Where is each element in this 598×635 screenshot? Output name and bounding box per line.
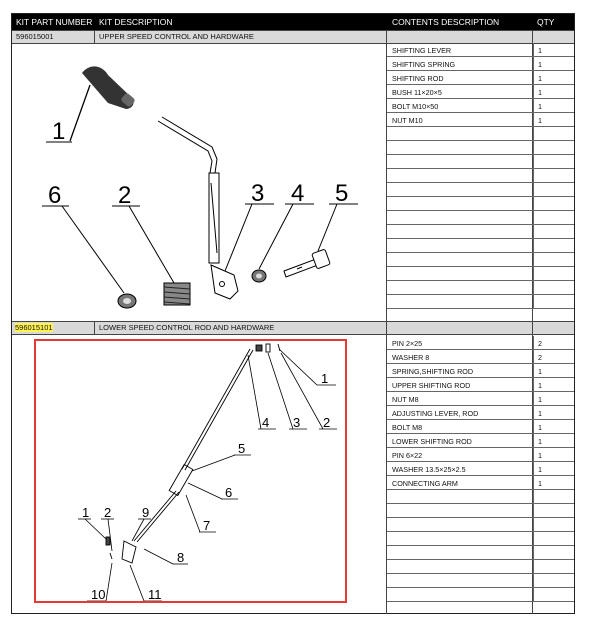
callout-6: 6	[225, 485, 232, 500]
parts-kit-sheet: KIT PART NUMBER KIT DESCRIPTION CONTENTS…	[11, 13, 575, 614]
table-header: KIT PART NUMBER KIT DESCRIPTION CONTENTS…	[12, 14, 574, 30]
callout-9: 9	[142, 505, 149, 520]
divider	[532, 334, 533, 614]
header-kit-description: KIT DESCRIPTION	[99, 17, 173, 27]
bolt-m10	[283, 249, 331, 278]
divider	[386, 43, 387, 321]
callout-7: 7	[203, 518, 210, 533]
callout-5: 5	[238, 441, 245, 456]
kit-part-number: 596015101	[15, 323, 53, 332]
kit-row-lower: 596015101 LOWER SPEED CONTROL ROD AND HA…	[12, 321, 574, 335]
divider	[386, 334, 387, 614]
lower-speed-control-drawing: 1 4 3 2 5 6 7 1 2 9 8 10 11	[78, 343, 337, 601]
kit-description: LOWER SPEED CONTROL ROD AND HARDWARE	[99, 323, 275, 332]
upper-speed-control-drawing: 1 3 6 2	[42, 66, 358, 309]
callout-11: 11	[148, 587, 162, 601]
callout-2: 2	[323, 415, 330, 430]
nut-m10	[117, 293, 137, 309]
callout-3: 3	[293, 415, 300, 430]
callout-8: 8	[177, 550, 184, 565]
callout-4: 4	[291, 180, 304, 207]
kit-description: UPPER SPEED CONTROL AND HARDWARE	[99, 32, 254, 41]
shifting-rod	[157, 116, 239, 300]
bush	[251, 269, 267, 283]
callout-3: 3	[251, 180, 264, 207]
callout-10: 10	[91, 587, 105, 601]
kit-part-number: 596015001	[16, 32, 54, 41]
callout-2: 2	[118, 182, 131, 209]
header-qty: QTY	[537, 17, 555, 27]
callout-6: 6	[48, 182, 61, 209]
annotation-red-box	[34, 339, 347, 603]
header-contents-description: CONTENTS DESCRIPTION	[392, 17, 500, 27]
callout-1: 1	[321, 371, 328, 386]
callout-4: 4	[262, 415, 269, 430]
callout-2b: 2	[104, 505, 111, 520]
callout-5: 5	[335, 180, 348, 207]
callout-1: 1	[52, 118, 65, 145]
callout-1b: 1	[82, 505, 89, 520]
shifting-lever-knob	[82, 66, 135, 109]
header-kit-part-number: KIT PART NUMBER	[16, 17, 93, 27]
kit-row-upper: 596015001 UPPER SPEED CONTROL AND HARDWA…	[12, 30, 574, 44]
shifting-spring	[163, 282, 191, 306]
